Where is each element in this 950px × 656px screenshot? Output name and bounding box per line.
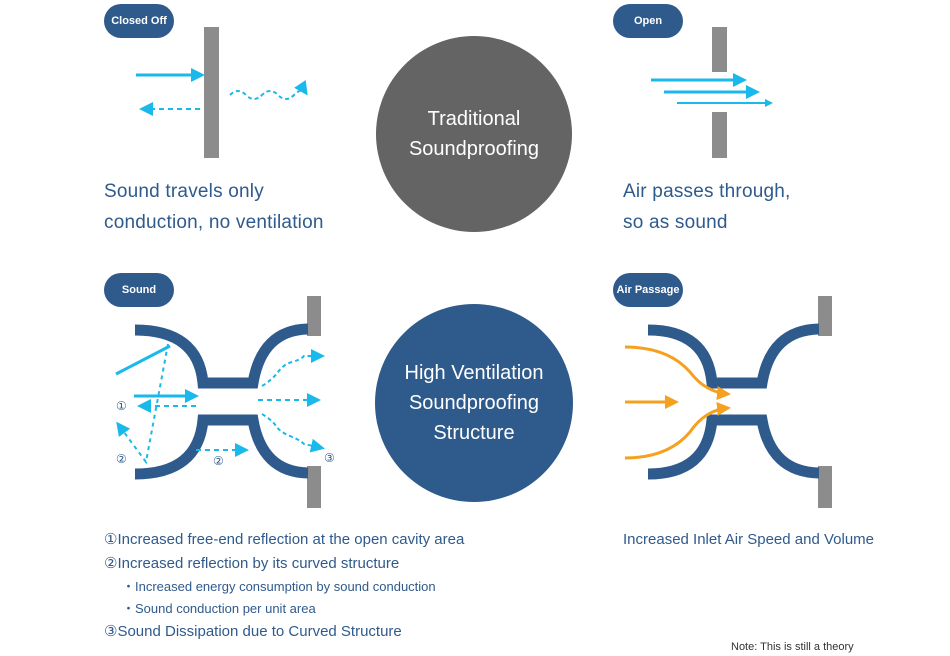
open-diagram	[651, 27, 773, 158]
air-flow-arrow-top	[624, 345, 731, 401]
angled-incident-arrow	[115, 344, 171, 376]
badge-sound: Sound	[104, 273, 174, 307]
traditional-line-1: Traditional	[427, 108, 521, 130]
note-item-2-sub-1: ・Increased energy consumption by sound c…	[122, 579, 436, 594]
wall-top-segment	[818, 296, 832, 336]
note-item-3: ③Sound Dissipation due to Curved Structu…	[104, 623, 402, 640]
open-caption: Air passes through, so as sound	[623, 176, 791, 238]
marker-2a: ②	[116, 452, 127, 466]
high-ventilation-circle: High Ventilation Soundproofing Structure	[375, 304, 573, 502]
open-caption-line-2: so as sound	[623, 212, 728, 233]
high-ventilation-line-1: High Ventilation	[404, 362, 544, 384]
note-item-1: ①Increased free-end reflection at the op…	[104, 531, 465, 548]
badge-closed-off: Closed Off	[104, 4, 174, 38]
wall-bottom-segment	[818, 466, 832, 508]
note-item-2: ②Increased reflection by its curved stru…	[104, 555, 400, 572]
curved-reflection-path	[116, 343, 169, 465]
transmitted-sound-wave	[229, 79, 308, 100]
marker-3: ③	[324, 451, 335, 465]
curved-channel-bottom	[647, 414, 820, 480]
closed-off-caption: Sound travels only conduction, no ventil…	[104, 176, 324, 238]
closed-off-caption-line-2: conduction, no ventilation	[104, 212, 324, 233]
open-caption-line-1: Air passes through,	[623, 181, 791, 202]
curved-channel-bottom	[134, 414, 309, 480]
solid-wall	[204, 27, 219, 158]
dissipation-arrow-up	[261, 349, 325, 387]
marker-2b: ②	[213, 454, 224, 468]
curved-channel-top	[134, 323, 309, 389]
structure-notes-list: ①Increased free-end reflection at the op…	[104, 528, 464, 644]
wall-bottom-segment	[307, 466, 321, 508]
traditional-soundproofing-circle: Traditional Soundproofing	[376, 36, 572, 232]
dissipation-arrow-down	[261, 413, 325, 453]
wall-top-segment	[712, 27, 727, 72]
high-ventilation-line-2: Soundproofing	[408, 392, 540, 414]
badge-open: Open	[613, 4, 683, 38]
high-ventilation-line-3: Structure	[433, 422, 515, 444]
marker-1: ①	[116, 399, 127, 413]
air-passage-diagram	[624, 296, 832, 508]
closed-off-diagram	[136, 27, 308, 158]
note-item-2-sub-2: ・Sound conduction per unit area	[122, 601, 316, 616]
curved-channel-top	[647, 323, 820, 389]
badge-air-passage: Air Passage	[613, 273, 683, 307]
wall-top-segment	[307, 296, 321, 336]
air-flow-arrow-bottom	[624, 401, 731, 460]
closed-off-caption-line-1: Sound travels only	[104, 181, 264, 202]
wall-bottom-segment	[712, 112, 727, 158]
traditional-line-2: Soundproofing	[408, 138, 540, 160]
inlet-air-note: Increased Inlet Air Speed and Volume	[623, 531, 875, 548]
theory-footnote: Note: This is still a theory	[731, 641, 854, 653]
sound-structure-diagram: ① ② ② ③	[115, 296, 335, 508]
